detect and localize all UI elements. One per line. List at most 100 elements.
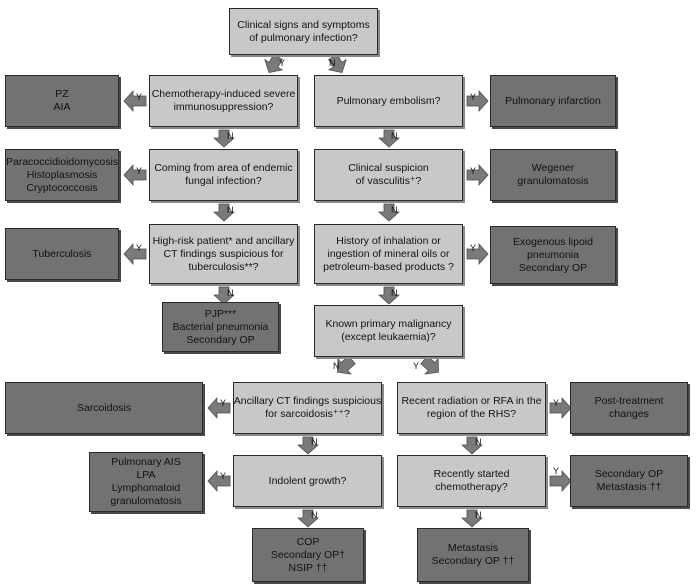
box-text-line: Secondary OP† [270,548,346,561]
label-no: N [311,437,318,447]
box-text-line: NSIP †† [288,561,328,574]
label-yes: Y [470,166,477,176]
label-yes: Y [136,166,143,176]
box-text-line: CT findings suspicious for [163,247,284,260]
arrow-left [207,396,231,420]
label-yes: Y [470,243,477,253]
arrow-left [123,89,147,113]
arrow-down [212,203,236,222]
label-no: N [227,288,234,298]
arrow-down [212,286,236,305]
box-text-line: Recently started [433,468,510,480]
arrow-diagonal [327,53,347,74]
label-yes: Y [220,471,227,481]
label-yes: Y [279,58,286,68]
question-indolent-growth: Indolent growth? [233,455,382,507]
box-text-line: Ancillary CT findings suspicious [233,395,382,407]
label-yes: Y [136,243,143,253]
box-text-line: granulomatosis [110,495,182,507]
arrow-right [549,469,572,493]
box-text-line: petroleum-based products ? [323,260,454,273]
box-text-line: Metastasis †† [596,481,662,493]
arrow-down [212,129,236,148]
box-text-line: Secondary OP [518,261,588,274]
label-yes: Y [553,466,560,476]
box-text-line: AIA [53,101,71,113]
box-text-line: Chemotherapy-induced severe [151,88,296,100]
label-no: N [391,288,398,298]
box-text-line: Pulmonary AIS [111,456,181,468]
box-text-line: Wegener [531,162,575,174]
label-no: N [311,510,318,520]
arrow-left [207,469,231,493]
label-no: N [333,361,340,371]
box-text-line: History of inhalation or [336,234,441,247]
box-text-line: Secondary OP [186,333,255,346]
box-text-line: (except leukaemia)? [341,331,436,343]
box-text-line: fungal infection? [185,175,262,187]
box-text-line: PJP*** [204,307,237,320]
label-no: N [475,437,482,447]
box-text-line: of vasculitis⁺? [355,175,422,187]
label-no: N [391,205,398,215]
arrow-down [460,509,484,528]
box-text-line: Indolent growth? [268,474,347,487]
arrow-left [123,163,147,187]
question-known-malignancy: Known primary malignancy(except leukaemi… [314,305,463,357]
box-text-line: High-risk patient* and ancillary [152,234,295,247]
box-text-line: Post-treatment [594,395,664,407]
outcome-pulmonary-infarction: Pulmonary infarction [490,75,616,127]
box-text-line: changes [609,408,649,420]
box-text-line: for sarcoidosis⁺⁺? [265,408,350,420]
label-yes: Y [220,398,227,408]
box-text-line: Secondary OP †† [431,555,515,567]
arrow-down [460,436,484,455]
arrow-diagonal [420,355,439,375]
arrow-left [123,242,147,266]
box-text-line: Paracoccidioidomycosis [5,155,119,168]
box-text-line: Secondary OP [594,468,664,480]
box-text-line: COP [296,535,320,548]
label-no: N [227,131,234,141]
arrow-diagonal [337,355,356,375]
box-text-line: pneumonia [527,248,579,261]
arrow-down [377,203,401,222]
box-text-line: Lymphomatoid [111,482,181,494]
arrow-right [549,396,572,420]
label-yes: Y [136,92,143,102]
arrow-diagonal [264,53,284,74]
question-pulmonary-embolism: Pulmonary embolism? [314,75,463,127]
box-text-line: Clinical suspicion [348,162,429,174]
arrow-down [377,286,401,305]
box-text-line: Bacterial pneumonia [172,320,269,333]
label-yes: Y [553,398,560,408]
box-text-line: of pulmonary infection? [249,31,358,44]
outcome-sarcoidosis: Sarcoidosis [5,382,203,434]
box-text-line: immunosuppression? [173,101,274,113]
box-text-line: ingestion of mineral oils or [327,247,450,260]
arrow-right [466,89,489,113]
box-text-line: Tuberculosis [32,247,92,260]
box-text-line: tuberculosis**? [188,260,259,273]
arrow-down [296,436,320,455]
box-text-line: Pulmonary infarction [505,94,601,107]
box-text-line: Known primary malignancy [325,318,452,330]
box-text-line: Metastasis [447,542,499,554]
